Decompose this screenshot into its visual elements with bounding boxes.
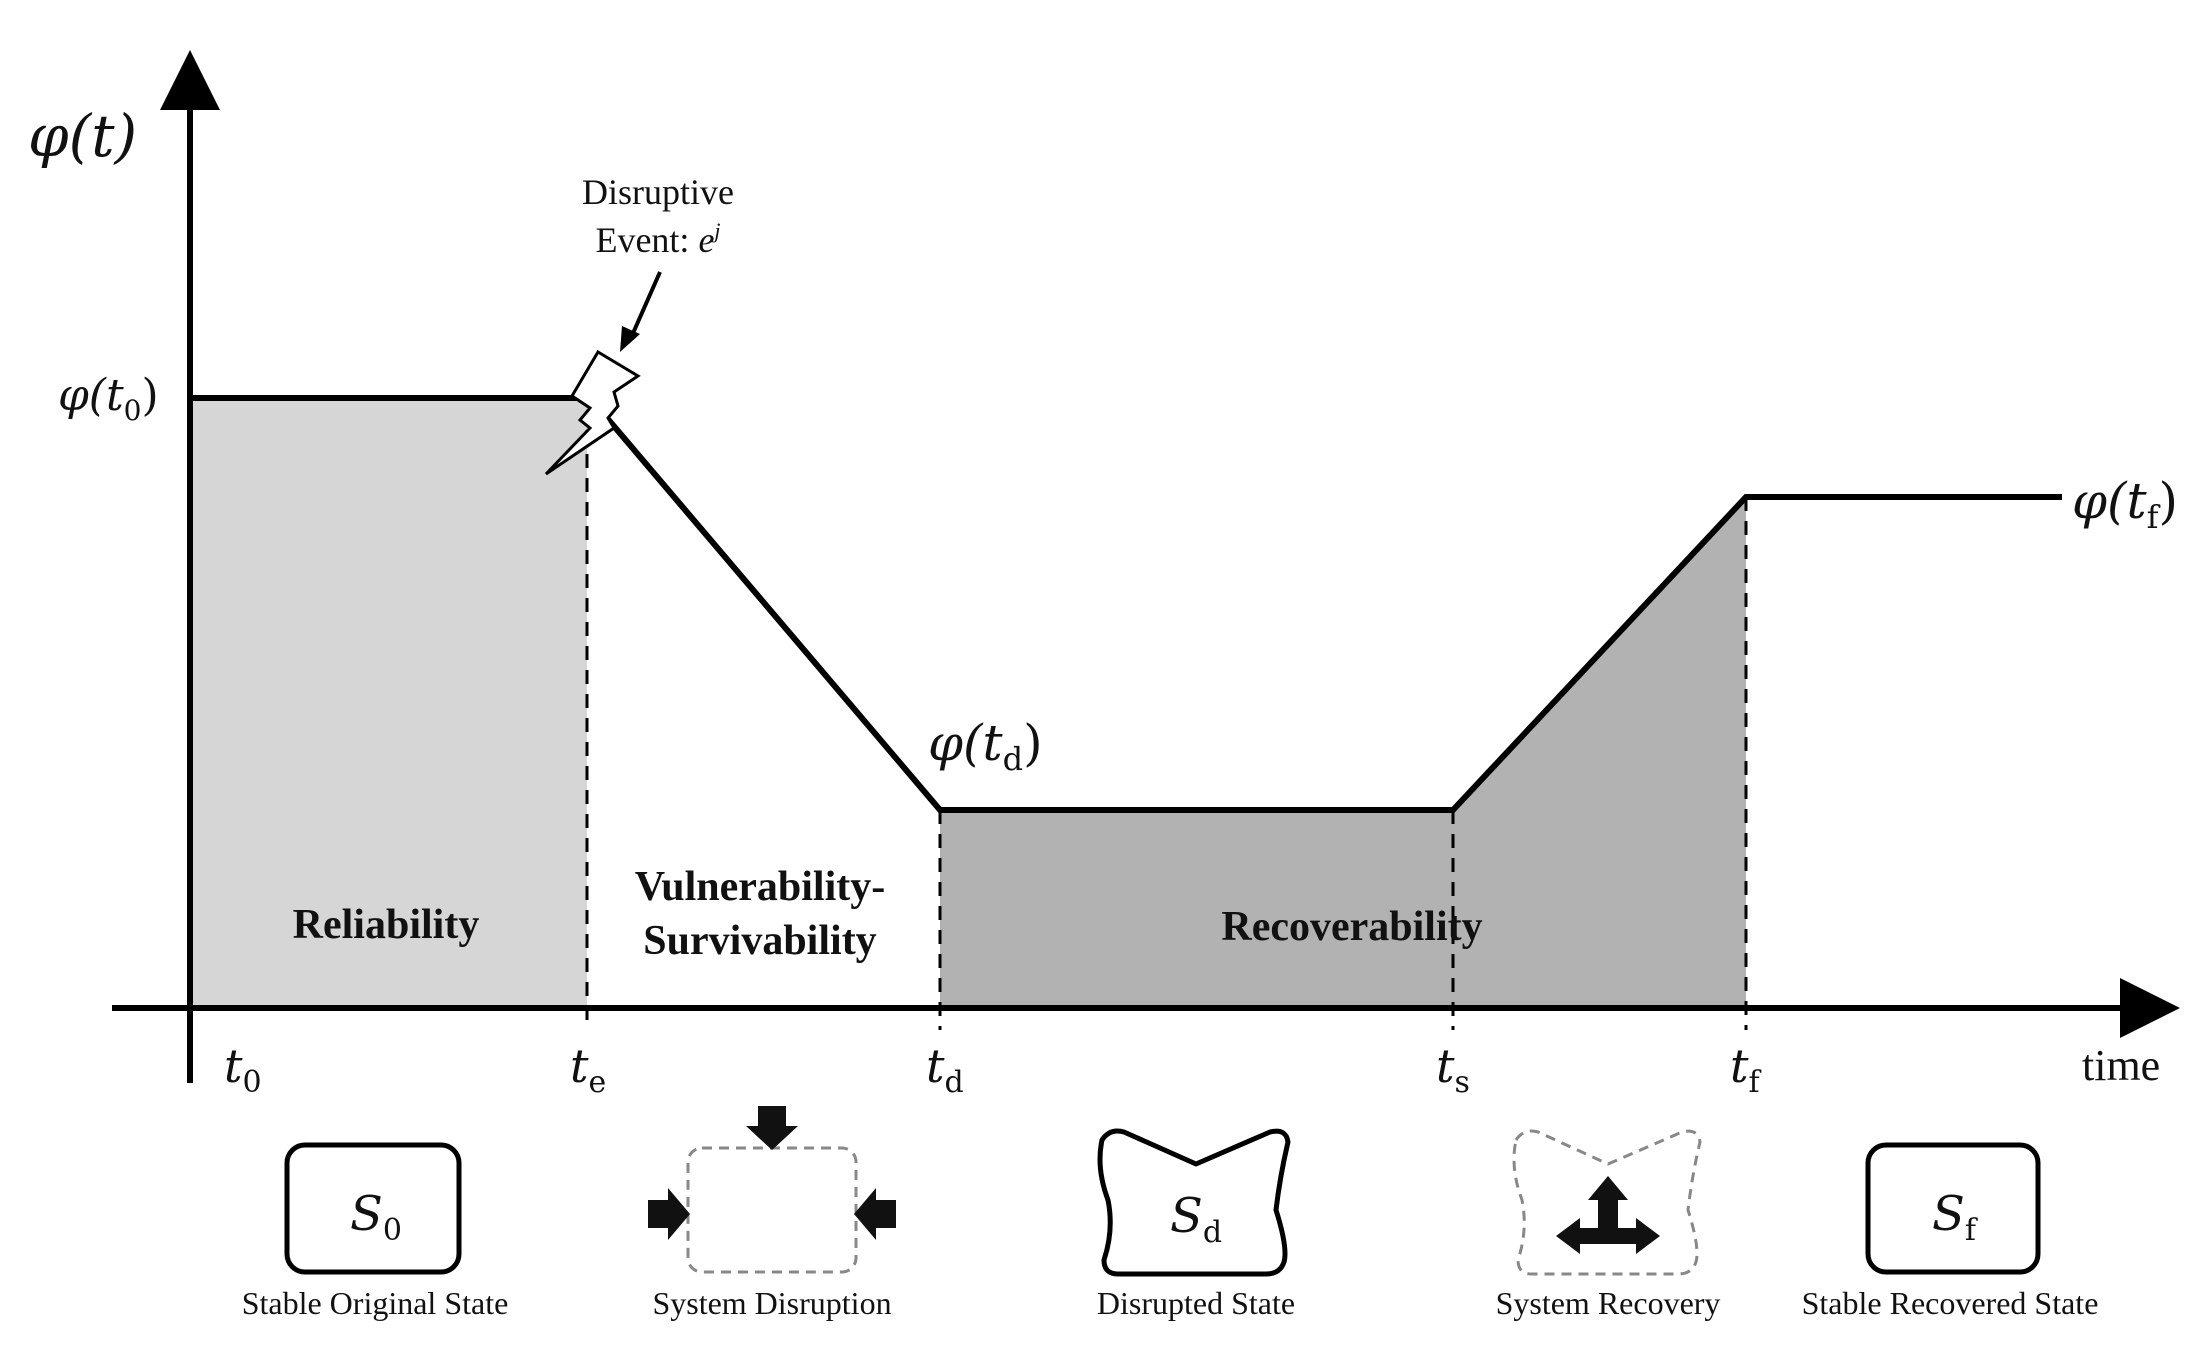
state-recovered-symbol: Sf bbox=[1932, 1186, 1978, 1248]
state-disrupted-caption: Disrupted State bbox=[1097, 1285, 1295, 1321]
y-axis-label: φ(t) bbox=[28, 102, 137, 170]
state-recovery-box bbox=[1512, 1129, 1702, 1276]
state-disruption-caption: System Disruption bbox=[652, 1285, 891, 1321]
event-label-line2: Event: ej bbox=[595, 218, 720, 260]
state-recovered-caption: Stable Recovered State bbox=[1802, 1285, 2099, 1321]
level-label-t0: φ(t0) bbox=[58, 370, 159, 427]
state-recovery-caption: System Recovery bbox=[1496, 1285, 1721, 1321]
state-disruption-box bbox=[686, 1146, 858, 1274]
recoverability-region bbox=[940, 497, 1746, 1008]
time-guides bbox=[585, 430, 1748, 1030]
x-axis-label: time bbox=[2082, 1041, 2160, 1090]
performance-curve bbox=[190, 395, 2062, 813]
tick-tf: tf bbox=[1730, 1039, 1762, 1100]
level-label-td: φ(td) bbox=[928, 714, 1043, 778]
tick-t0: t0 bbox=[224, 1039, 262, 1100]
recoverability-label: Recoverability bbox=[1221, 904, 1482, 950]
event-arrow bbox=[628, 271, 662, 341]
expand-arrows-icon bbox=[1556, 1176, 1660, 1254]
event-arrow-head bbox=[620, 326, 640, 352]
lightning-bolt-icon bbox=[544, 349, 641, 476]
level-label-tf: φ(tf) bbox=[2072, 472, 2178, 536]
arrow-left-icon bbox=[854, 1188, 896, 1240]
state-disrupted-symbol: Sd bbox=[1170, 1188, 1222, 1250]
state-original-symbol: S0 bbox=[350, 1186, 402, 1248]
arrow-right-icon bbox=[648, 1188, 690, 1240]
reliability-region bbox=[190, 398, 587, 1008]
state-original-caption: Stable Original State bbox=[242, 1285, 509, 1321]
reliability-label: Reliability bbox=[293, 902, 480, 948]
tick-td: td bbox=[926, 1039, 964, 1100]
arrow-down-icon bbox=[746, 1106, 798, 1150]
state-disrupted-box bbox=[1097, 1128, 1291, 1277]
tick-ts: ts bbox=[1436, 1039, 1470, 1100]
tick-te: te bbox=[570, 1039, 606, 1100]
event-label-line1: Disruptive bbox=[582, 172, 734, 212]
vulnerability-label-line1: Vulnerability- bbox=[635, 864, 885, 910]
vulnerability-label-line2: Survivability bbox=[643, 918, 876, 964]
state-recovered-box bbox=[1865, 1142, 2041, 1275]
state-original-box bbox=[284, 1142, 462, 1275]
